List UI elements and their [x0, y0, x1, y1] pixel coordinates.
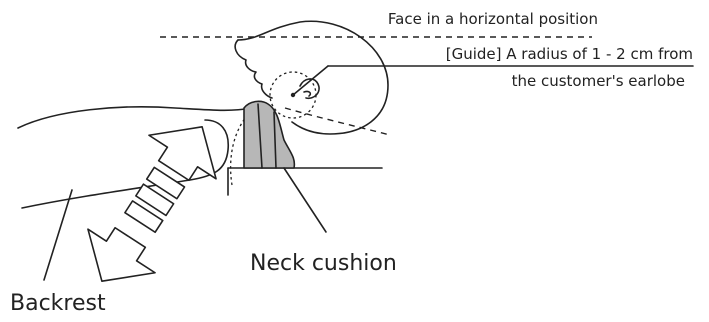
adjust-arrow-icon [68, 105, 235, 303]
guide-label-line1: [Guide] A radius of 1 - 2 cm from [446, 45, 693, 63]
face-profile [235, 40, 272, 98]
face-horizontal-label: Face in a horizontal position [388, 10, 598, 28]
spine-dashed-line [285, 108, 390, 135]
neck-cushion-leader [284, 168, 326, 232]
guide-leader-line [293, 66, 328, 95]
neck-cushion-shape [244, 101, 294, 168]
neck-cushion-label: Neck cushion [250, 251, 397, 276]
shoulder-outline [18, 107, 250, 128]
backrest-label: Backrest [10, 291, 106, 316]
guide-label-line2: the customer's earlobe [512, 72, 685, 90]
